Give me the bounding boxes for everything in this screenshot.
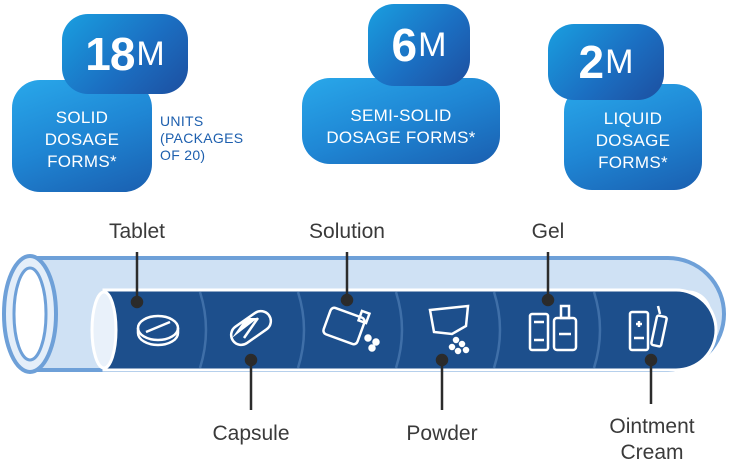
units-note-line-1: UNITS bbox=[160, 113, 204, 129]
solid-line-3: FORMS* bbox=[47, 152, 117, 171]
label-tablet: Tablet bbox=[108, 220, 166, 243]
segment-divider bbox=[592, 291, 602, 369]
pointer-capsule bbox=[244, 353, 258, 410]
segment-divider bbox=[492, 291, 502, 369]
pointer-powder bbox=[435, 353, 449, 410]
segment-divider bbox=[198, 291, 208, 369]
label-gel: Gel bbox=[531, 220, 565, 243]
pointer-gel bbox=[541, 252, 555, 307]
semi-solid-dosage-forms-badge: SEMI-SOLID DOSAGE FORMS* bbox=[302, 78, 500, 164]
pointer-solution bbox=[340, 252, 354, 307]
solution-bottle-icon bbox=[322, 306, 380, 352]
semi-solid-count-unit: M bbox=[418, 25, 447, 64]
tube-liquid-end bbox=[90, 290, 118, 370]
semi-solid-line-2: DOSAGE FORMS* bbox=[326, 128, 476, 147]
powder-sachet-icon bbox=[428, 304, 470, 355]
units-note: UNITS (PACKAGES OF 20) bbox=[160, 113, 243, 164]
liquid-dosage-forms-badge: LIQUID DOSAGE FORMS* bbox=[564, 84, 702, 190]
liquid-line-1: LIQUID bbox=[603, 109, 663, 128]
label-solution: Solution bbox=[309, 220, 385, 243]
label-cream: Cream bbox=[620, 441, 684, 464]
solid-line-2: DOSAGE bbox=[44, 130, 120, 149]
segment-divider bbox=[296, 291, 306, 369]
gel-tube-icon bbox=[528, 304, 578, 352]
solid-line-1: SOLID bbox=[55, 108, 109, 127]
segment-divider bbox=[394, 291, 404, 369]
semi-solid-count-number: 6 bbox=[391, 19, 418, 71]
solid-count-unit: M bbox=[136, 34, 165, 73]
liquid-line-2: DOSAGE bbox=[595, 131, 671, 150]
semi-solid-line-1: SEMI-SOLID bbox=[350, 106, 452, 125]
liquid-line-3: FORMS* bbox=[598, 153, 668, 172]
label-ointment-cream: Ointment Cream bbox=[590, 414, 714, 466]
liquid-count-unit: M bbox=[605, 42, 634, 81]
label-powder: Powder bbox=[406, 422, 478, 445]
pointer-tablet bbox=[130, 252, 144, 309]
tube-rim-inner bbox=[12, 266, 48, 362]
solid-count-number: 18 bbox=[85, 28, 135, 80]
units-note-line-2: (PACKAGES bbox=[160, 130, 244, 146]
tablet-icon bbox=[136, 314, 180, 347]
solid-dosage-forms-badge: SOLID DOSAGE FORMS* bbox=[12, 80, 152, 192]
liquid-count-number: 2 bbox=[578, 36, 605, 88]
tube-liquid-fill bbox=[102, 288, 718, 372]
label-capsule: Capsule bbox=[212, 422, 290, 445]
label-ointment: Ointment bbox=[609, 415, 695, 438]
pointer-ointment bbox=[644, 353, 658, 404]
ointment-cream-icon bbox=[628, 305, 668, 352]
capsule-icon bbox=[229, 309, 273, 347]
units-note-line-3: OF 20) bbox=[160, 147, 206, 163]
